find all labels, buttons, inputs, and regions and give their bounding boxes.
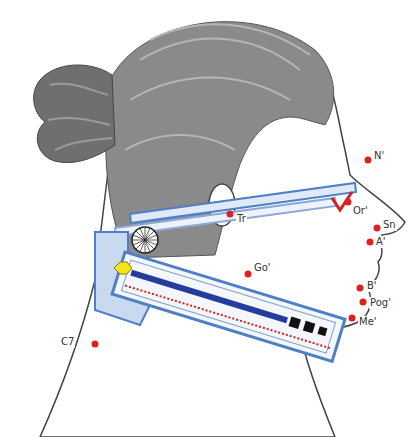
- landmark-label: Me': [358, 316, 378, 328]
- bun-strands: [48, 84, 112, 150]
- black-square: [288, 316, 300, 328]
- landmark-dot: [92, 341, 99, 348]
- landmark-dot: [349, 315, 356, 322]
- yellow-hexagon: [114, 262, 132, 274]
- landmark-label: Tr: [236, 213, 247, 225]
- landmark-label: Pog': [369, 297, 392, 309]
- blue-bar: [131, 273, 287, 321]
- landmark-label: N': [373, 150, 385, 162]
- landmark-label: Go': [253, 262, 272, 274]
- landmark-dot: [227, 211, 234, 218]
- landmark-label: B': [366, 280, 378, 292]
- landmark-dot: [345, 199, 352, 206]
- landmark-label: A': [375, 236, 387, 248]
- landmark-label: Or': [352, 205, 369, 217]
- landmark-label: Sn: [382, 219, 397, 231]
- red-scale: [125, 286, 331, 349]
- landmark-dot: [374, 225, 381, 232]
- landmark-dot: [245, 271, 252, 278]
- landmark-dot: [365, 157, 372, 164]
- black-square: [303, 321, 315, 333]
- landmark-dot: [357, 285, 364, 292]
- wheel-spokes: [132, 227, 158, 253]
- landmark-dot: [367, 239, 374, 246]
- protractor-wheel: [132, 227, 158, 253]
- black-square: [317, 326, 327, 336]
- device-inner: [122, 260, 336, 353]
- hair-strands: [125, 24, 310, 150]
- red-check: [332, 192, 352, 210]
- hair-bun: [34, 65, 115, 163]
- landmark-label: C7: [60, 336, 75, 348]
- lower-device: [112, 252, 345, 361]
- landmark-dot: [360, 299, 367, 306]
